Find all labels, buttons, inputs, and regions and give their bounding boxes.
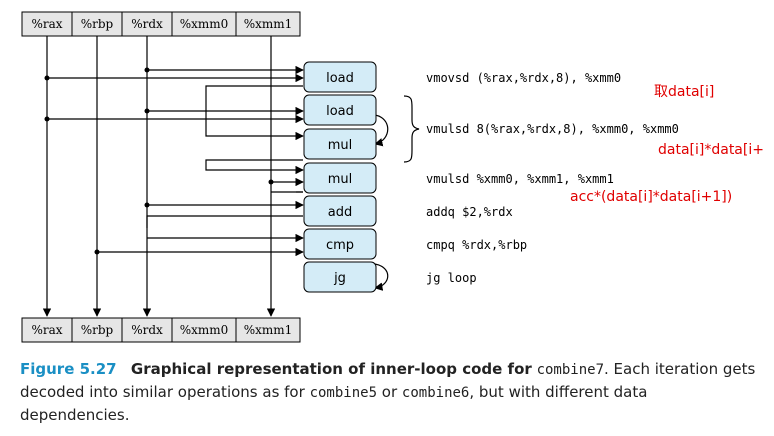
op-label-load-1: load (326, 71, 354, 86)
note-mul: data[i]*data[i+ (658, 142, 764, 158)
op-cmp (303, 228, 377, 260)
reg-top-xmm0: %xmm0 (180, 17, 229, 31)
instr-cmpq: cmpq %rdx,%rbp (426, 238, 527, 252)
instr-vmulsd-2: vmulsd %xmm0, %xmm1, %xmm1 (426, 172, 614, 186)
caption-text-3: , but with different data dependencies. (20, 383, 648, 424)
reg-top-rax: %rax (31, 17, 62, 31)
code-combine6: combine6 (401, 385, 470, 401)
op-label-mul-1: mul (328, 138, 353, 153)
op-label-mul-2: mul (328, 172, 353, 187)
reg-top-rdx: %rdx (131, 17, 163, 31)
reg-top-rbp: %rbp (81, 17, 114, 31)
instr-vmovsd: vmovsd (%rax,%rdx,8), %xmm0 (426, 71, 621, 85)
caption-text-2: or (381, 383, 398, 401)
brace-icon (403, 95, 420, 163)
op-mul-2 (303, 162, 377, 194)
op-mul-1 (303, 128, 377, 160)
instr-vmulsd-1: vmulsd 8(%rax,%rdx,8), %xmm0, %xmm0 (426, 122, 679, 136)
instr-addq: addq $2,%rdx (426, 205, 513, 219)
register-bar-top: %rax %rbp %rdx %xmm0 %xmm1 (21, 11, 301, 37)
operation-stack: load load mul mul add cmp jg (303, 61, 377, 293)
op-label-add: add (328, 205, 352, 220)
reg-top-xmm1: %xmm1 (244, 17, 293, 31)
op-label-jg: jg (333, 271, 346, 286)
note-load: 取data[i] (654, 84, 714, 100)
figure-label: Figure 5.27 (20, 360, 117, 378)
figure-caption: Figure 5.27 Graphical representation of … (20, 358, 760, 426)
op-load-1 (303, 61, 377, 93)
dataflow-edges (47, 65, 389, 291)
reg-bottom-rax: %rax (31, 323, 62, 337)
reg-bottom-rdx: %rdx (131, 323, 163, 337)
op-label-cmp: cmp (326, 238, 354, 253)
instr-jg: jg loop (426, 271, 477, 285)
op-label-load-2: load (326, 104, 354, 119)
reg-bottom-xmm1: %xmm1 (244, 323, 293, 337)
dataflow-diagram: %rax %rbp %rdx %xmm0 %xmm1 %rax %rbp %rd… (21, 11, 764, 343)
instruction-list: vmovsd (%rax,%rdx,8), %xmm0 vmulsd 8(%ra… (426, 71, 679, 285)
code-combine7: combine7 (536, 362, 604, 378)
op-load-2 (303, 94, 377, 126)
handwritten-notes: 取data[i] data[i]*data[i+ acc*(data[i]*da… (570, 84, 764, 205)
figure-title: Graphical representation of inner-loop c… (130, 360, 532, 378)
register-bar-bottom: %rax %rbp %rdx %xmm0 %xmm1 (21, 317, 301, 343)
caption-text-1: . Each iteration gets decoded into simil… (20, 360, 756, 401)
reg-bottom-rbp: %rbp (81, 323, 114, 337)
code-combine5: combine5 (309, 385, 377, 401)
op-add (303, 195, 377, 227)
reg-bottom-xmm0: %xmm0 (180, 323, 229, 337)
junction-dots (44, 67, 274, 255)
note-acc: acc*(data[i]*data[i+1]) (570, 189, 732, 205)
op-jg (303, 261, 377, 293)
